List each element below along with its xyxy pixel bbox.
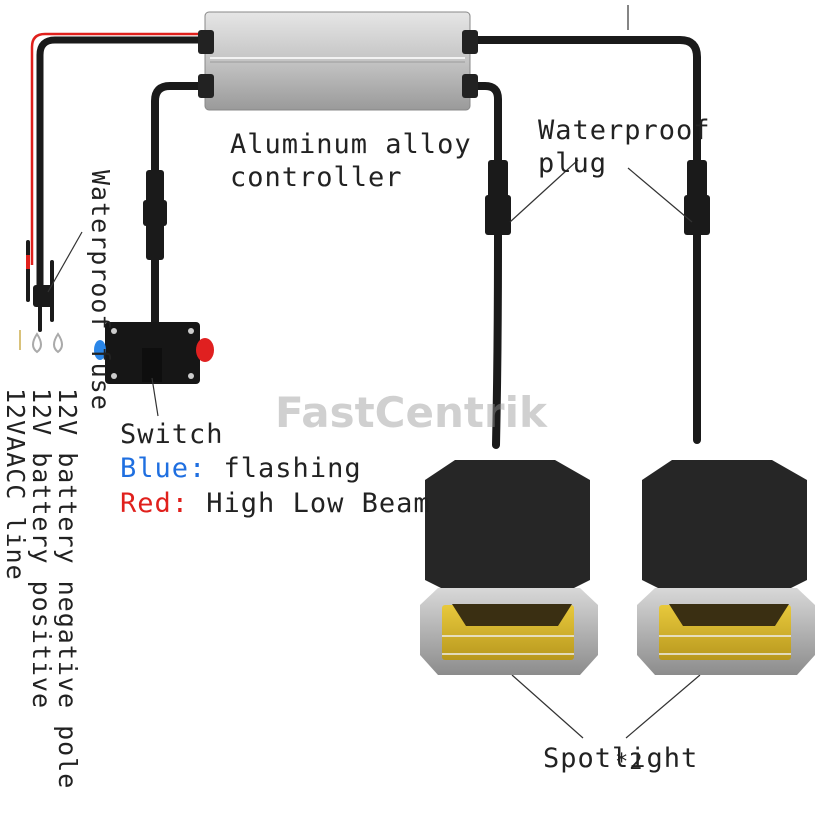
red-wire <box>30 32 205 265</box>
red-mode-text: High Low Beam <box>189 488 431 519</box>
controller-label-line-1: Aluminum alloy <box>230 129 472 160</box>
spotlight-1 <box>420 460 598 675</box>
wire-acc-label: 12VAACC line <box>1 388 30 581</box>
spotlight-label-text: Spotlight <box>543 743 699 774</box>
waterproof-plugs <box>143 160 710 260</box>
wire-negative-label: 12V battery negative pole <box>53 388 82 790</box>
red-mode-key: Red: <box>120 488 190 519</box>
spotlight-label: Spotlight <box>543 742 698 775</box>
spotlight-count: *2 <box>615 750 644 775</box>
fuse-holder <box>19 255 63 354</box>
cables <box>26 36 701 449</box>
plug-label-line-2: plug <box>538 148 608 179</box>
blue-mode-label: Blue: flashing <box>120 452 362 485</box>
switch-label: Switch <box>120 419 224 450</box>
leader-lines <box>47 5 701 739</box>
blue-mode-text: flashing <box>206 453 362 484</box>
red-mode-label: Red: High Low Beam <box>120 487 431 520</box>
fuse-label: Waterproof fuse <box>86 170 115 411</box>
controller-label: Aluminum alloy controller <box>230 128 472 194</box>
watermark: FastCentrik <box>275 388 547 437</box>
controller-label-line-2: controller <box>230 162 403 193</box>
spotlight-2 <box>637 460 815 675</box>
switch-box <box>94 322 214 384</box>
controller <box>198 11 478 111</box>
wire-positive-label: 12V battery positive <box>27 388 56 710</box>
plug-label-line-1: Waterproof <box>538 115 711 146</box>
blue-mode-key: Blue: <box>120 453 207 484</box>
plug-label: Waterproof plug <box>538 114 711 180</box>
